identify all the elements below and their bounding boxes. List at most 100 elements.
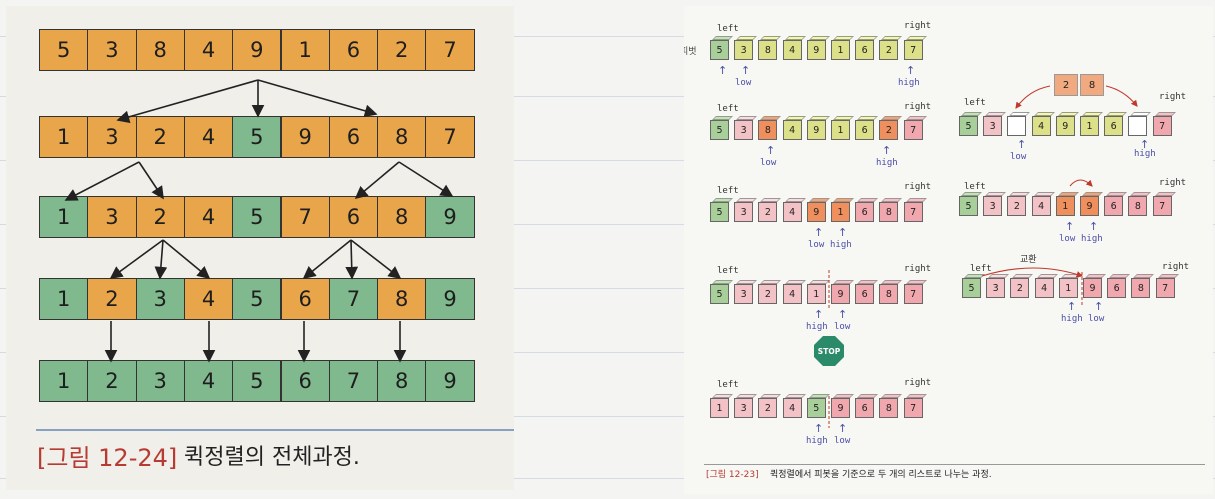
partition-cell: 1	[806, 284, 826, 304]
array-cell: 8	[377, 196, 427, 238]
array-cell: 6	[328, 29, 379, 71]
partition-cell: 6	[1104, 116, 1124, 136]
array-cell: 7	[425, 29, 475, 71]
pointer-arrow: ↑	[766, 144, 776, 157]
partition-cell: 9	[806, 120, 826, 140]
low-pointer-label: low	[760, 158, 777, 168]
partition-cell: 4	[782, 202, 802, 222]
array-cell: 9	[425, 360, 475, 402]
array-cell: 5	[39, 29, 89, 71]
partition-cell: 2	[758, 202, 778, 222]
partition-cell: 5	[806, 398, 826, 418]
array-cell: 8	[135, 29, 185, 71]
low-pointer-label: low	[834, 322, 851, 332]
right-caption-text: 퀵정렬에서 피봇을 기준으로 두 개의 리스트로 나누는 과정.	[770, 470, 992, 480]
pointer-arrow: ↑	[814, 226, 824, 239]
partition-cell: 8	[879, 284, 899, 304]
partition-cell: 1	[1058, 278, 1078, 298]
partition-cell: 7	[1152, 116, 1172, 136]
partition-cell	[1128, 116, 1148, 136]
array-cell: 5	[232, 196, 282, 238]
array-cell: 3	[87, 29, 137, 71]
pointer-arrow: ↑	[1065, 220, 1075, 233]
partition-cell: 1	[1055, 196, 1075, 216]
partition-cell: 5	[710, 284, 729, 304]
partition-cell: 2	[758, 398, 778, 418]
partition-cell: 9	[1083, 278, 1102, 298]
low-pointer-label: low	[1010, 152, 1027, 162]
partition-cell: 4	[782, 120, 802, 140]
array-cell: 4	[183, 116, 234, 158]
array-cell: 1	[39, 116, 89, 158]
partition-cell: 6	[1107, 278, 1127, 298]
array-cell: 7	[280, 196, 330, 238]
left-marker-label: left	[717, 186, 739, 196]
array-cell: 5	[232, 360, 282, 402]
partition-cell: 2	[1010, 278, 1030, 298]
partition-cell: 1	[831, 40, 850, 60]
partition-cell	[1007, 116, 1027, 136]
partition-cell: 5	[710, 202, 729, 222]
array-cell: 6	[280, 278, 330, 320]
partition-cell: 4	[1031, 116, 1051, 136]
low-pointer-label: low	[1088, 314, 1105, 324]
partition-cell: 8	[1131, 278, 1151, 298]
array-cell: 7	[328, 360, 379, 402]
array-cell: 9	[425, 196, 475, 238]
array-cell: 2	[135, 116, 185, 158]
partition-cell: 2	[1007, 196, 1027, 216]
left-marker-label: left	[970, 264, 992, 274]
pointer-arrow: ↑	[906, 64, 916, 77]
pointer-arrow: ↑	[1067, 300, 1077, 313]
high-pointer-label: high	[1061, 314, 1083, 324]
array-cell: 1	[39, 278, 89, 320]
partition-cell: 7	[903, 398, 923, 418]
pivot-label: 피벗	[684, 47, 697, 57]
pointer-arrow: ↑	[1094, 300, 1104, 313]
partition-cell: 4	[782, 398, 802, 418]
right-marker-label: right	[1159, 92, 1187, 102]
low-pointer-label: low	[735, 78, 752, 88]
caption-divider	[36, 429, 514, 431]
array-cell: 1	[39, 196, 89, 238]
stage-arrows	[64, 79, 454, 363]
left-marker-label: left	[717, 266, 739, 276]
partition-cell: 5	[710, 120, 729, 140]
high-pointer-label: high	[806, 322, 828, 332]
array-cell: 3	[135, 360, 185, 402]
partition-cell: 2	[879, 40, 899, 60]
right-marker-label: right	[1159, 178, 1187, 188]
array-cell: 3	[135, 278, 185, 320]
left-caption-label: [그림 12-24]	[37, 444, 178, 472]
array-cell: 3	[87, 196, 137, 238]
partition-cell: 3	[983, 196, 1003, 216]
left-caption-text: 퀵정렬의 전체과정.	[184, 445, 360, 470]
partition-cell: 8	[1128, 196, 1148, 216]
pointer-arrow: ↑	[1140, 138, 1150, 151]
pointer-arrow: ↑	[838, 308, 848, 321]
partition-cell: 7	[1155, 278, 1175, 298]
partition-cell: 7	[1152, 196, 1172, 216]
array-cell: 2	[87, 278, 137, 320]
pointer-arrow: ↑	[741, 64, 751, 77]
low-pointer-label: low	[834, 436, 851, 446]
partition-cell: 9	[831, 398, 850, 418]
array-cell: 9	[232, 29, 282, 71]
right-marker-label: right	[904, 264, 932, 274]
floating-value: 2	[1054, 74, 1078, 96]
partition-cell: 9	[806, 40, 826, 60]
high-pointer-label: high	[1134, 149, 1156, 159]
array-cell: 1	[39, 360, 89, 402]
array-cell: 8	[377, 278, 427, 320]
partition-cell: 9	[1055, 116, 1075, 136]
low-pointer-label: low	[1059, 234, 1076, 244]
array-cell: 6	[328, 116, 379, 158]
partition-cell: 2	[758, 284, 778, 304]
array-cell: 4	[183, 360, 234, 402]
partition-cell: 7	[903, 40, 923, 60]
right-caption-label: [그림 12-23]	[706, 470, 759, 480]
partition-cell: 3	[734, 398, 754, 418]
high-pointer-label: high	[1081, 234, 1103, 244]
pointer-arrow: ↑	[718, 64, 728, 77]
